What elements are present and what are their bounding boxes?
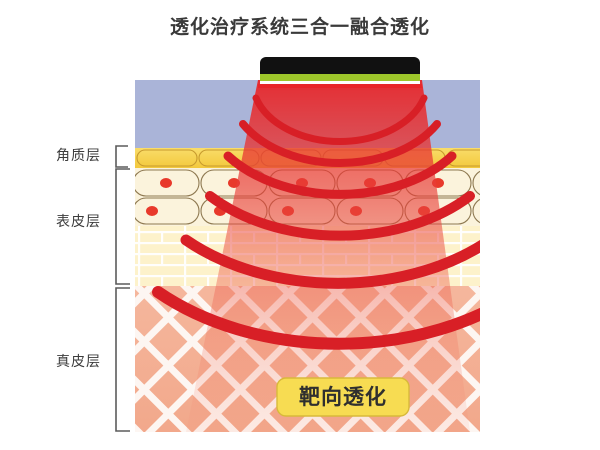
bracket-stratum-corneum xyxy=(115,145,128,168)
layer-label-dermis: 真皮层 xyxy=(56,354,101,370)
layer-brackets xyxy=(115,145,130,432)
page-title: 透化治疗系统三合一融合透化 xyxy=(169,16,430,38)
layer-label-epidermis: 表皮层 xyxy=(56,214,101,230)
bracket-dermis xyxy=(115,287,130,432)
arc-2 xyxy=(239,120,441,167)
arc-5 xyxy=(180,234,480,289)
treatment-probe[interactable] xyxy=(258,57,422,88)
targeted-delivery-badge[interactable]: 靶向透化 xyxy=(276,377,410,417)
probe-body xyxy=(260,57,420,74)
badge-label: 靶向透化 xyxy=(299,385,387,409)
arc-4 xyxy=(205,191,475,241)
penetration-arcs xyxy=(152,94,480,350)
arc-6 xyxy=(152,286,480,350)
probe-emitter xyxy=(258,84,422,88)
layer-label-stratum-corneum: 角质层 xyxy=(56,148,101,164)
bracket-epidermis xyxy=(115,168,130,285)
probe-accent-band xyxy=(260,74,420,81)
arc-3 xyxy=(223,151,457,199)
arc-1 xyxy=(252,94,428,145)
probe-gap xyxy=(260,81,420,84)
badge-background xyxy=(276,377,410,417)
